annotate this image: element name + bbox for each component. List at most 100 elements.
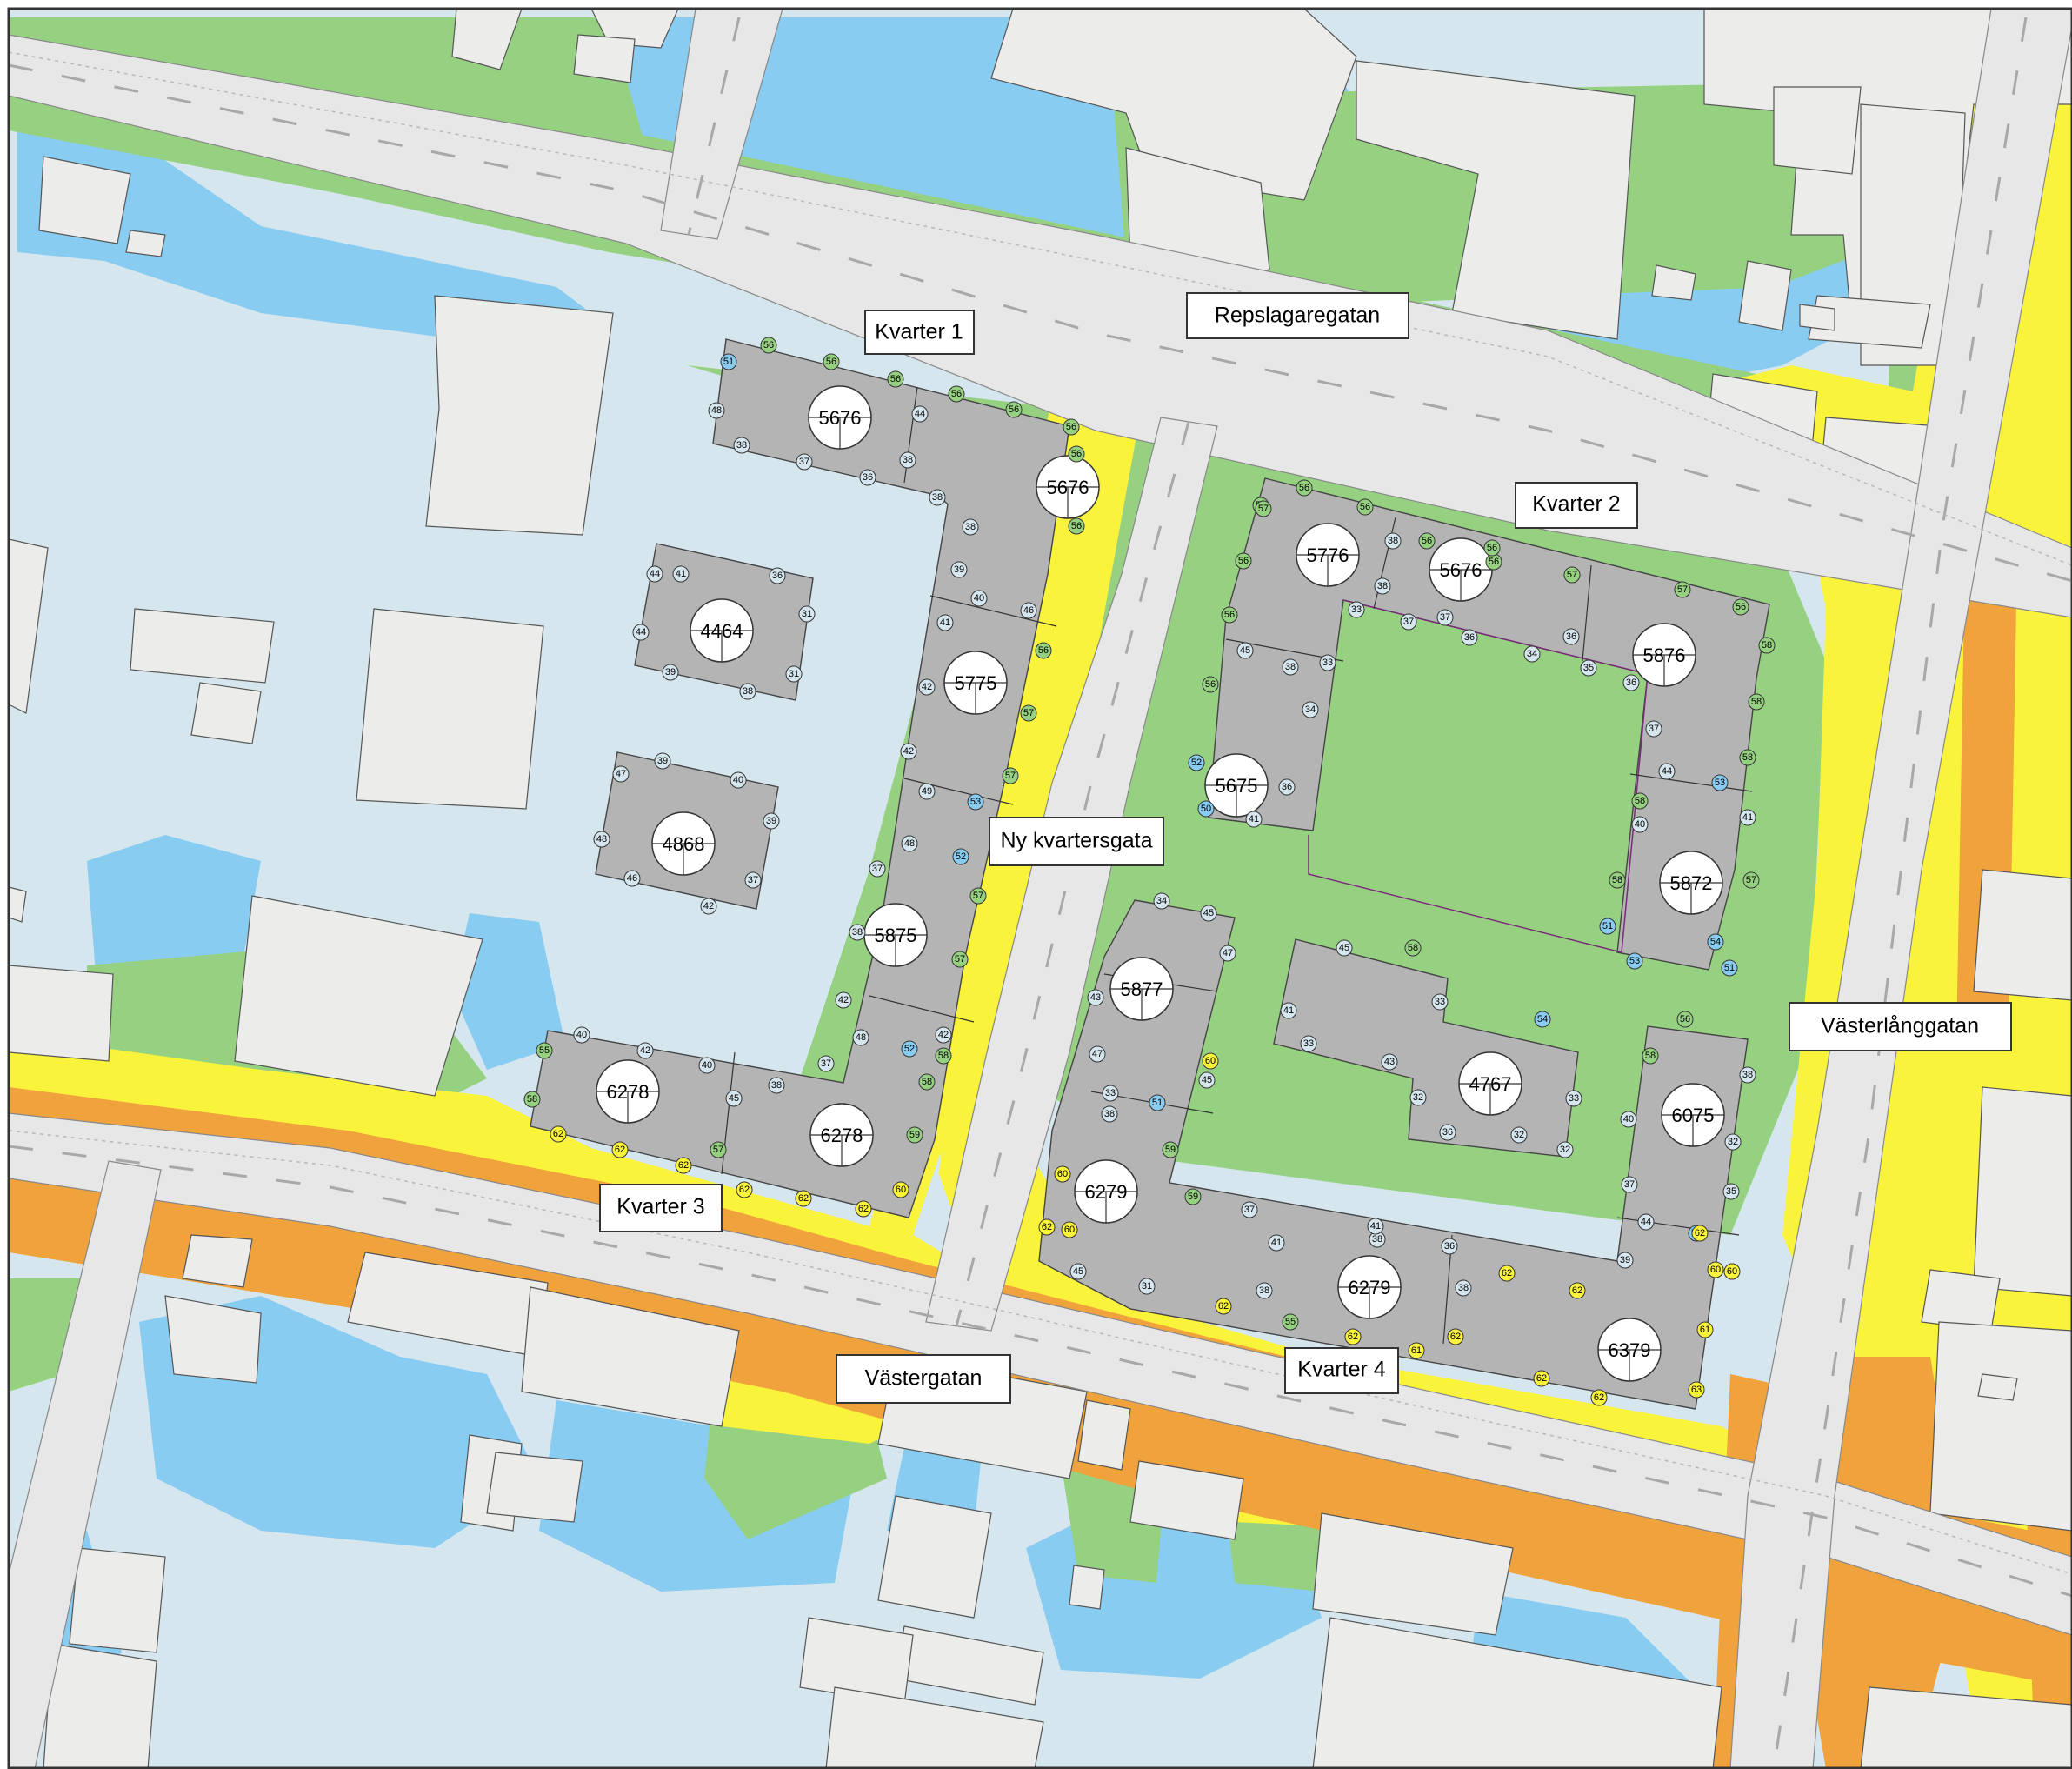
facade-point-circle [901,835,918,852]
facade-point: 47 [1089,1045,1106,1063]
facade-point-circle [672,565,690,583]
facade-point-value: 31 [1142,1281,1152,1292]
building-value-text: 6278 [821,1125,863,1146]
facade-point-value: 59 [1165,1145,1176,1155]
facade-point-circle [1245,811,1263,828]
facade-point-value: 57 [973,891,983,901]
facade-point-circle [1101,1105,1118,1123]
building-value-marker: 6278 [596,1059,660,1124]
facade-point-value: 56 [951,389,962,399]
facade-point-value: 40 [1635,819,1645,830]
facade-point: 37 [1645,720,1662,738]
building-value-text: 4868 [663,833,705,855]
facade-point-circle [736,1181,753,1198]
facade-point-circle [1409,1089,1427,1106]
facade-point-value: 34 [1156,896,1167,906]
label-repslagaregatan-text: Repslagaregatan [1215,304,1380,328]
label-vasterlanggatan: Västerlånggatan [1789,1002,2012,1051]
facade-point-value: 58 [938,1051,949,1061]
facade-point-circle [1202,1052,1219,1070]
facade-point-circle [1418,532,1436,550]
facade-point-circle [1556,1141,1574,1158]
building-value-text: 5676 [1047,477,1089,498]
facade-point: 57 [1742,871,1760,889]
facade-point: 31 [785,665,803,683]
facade-point-value: 57 [955,954,965,965]
facade-point-circle [1278,778,1296,796]
facade-point-value: 60 [1057,1169,1068,1179]
facade-point: 62 [795,1190,812,1207]
facade-point-circle [1356,498,1374,516]
facade-point-circle [1724,1133,1742,1151]
facade-point-circle [1732,598,1749,616]
facade-point-circle [1038,1218,1056,1236]
facade-point: 58 [523,1091,541,1108]
facade-point-value: 57 [1746,875,1756,885]
facade-point: 36 [1622,674,1640,691]
facade-point-value: 61 [1411,1345,1422,1356]
building-value-text: 5875 [875,925,917,946]
facade-point-value: 34 [1305,704,1316,715]
facade-point-value: 45 [1202,1075,1212,1085]
facade-point-circle [1219,945,1236,962]
facade-point: 38 [733,437,750,454]
facade-point-value: 45 [1073,1266,1083,1277]
facade-point-value: 59 [909,1130,920,1140]
facade-point-circle [901,1040,918,1058]
facade-point-circle [1642,1047,1659,1065]
facade-point-circle [1711,774,1729,791]
facade-point: 40 [970,590,988,607]
facade-point-circle [785,665,803,683]
facade-point-value: 38 [1285,662,1296,672]
facade-point: 56 [1068,517,1085,535]
facade-point: 44 [911,405,929,423]
facade-point-circle [1676,1011,1694,1028]
facade-point-value: 36 [1566,631,1576,642]
facade-point: 45 [1069,1263,1087,1280]
facade-point-circle [632,624,650,641]
facade-point-circle [1523,645,1541,663]
facade-point: 57 [710,1141,727,1158]
facade-point-circle [1620,1111,1637,1128]
facade-point-value: 47 [616,769,626,779]
facade-point-circle [869,860,886,878]
facade-point: 39 [1616,1252,1634,1269]
facade-point-circle [1184,1188,1202,1205]
facade-point-circle [911,405,929,423]
facade-point: 53 [1711,774,1729,791]
facade-point-value: 62 [1594,1392,1604,1403]
facade-point-value: 48 [596,834,607,844]
facade-point: 60 [1054,1165,1071,1183]
building-value-marker: 5876 [1632,623,1696,687]
facade-point: 38 [899,451,916,469]
facade-point-circle [1087,989,1104,1006]
facade-point: 56 [760,337,777,354]
facade-point-value: 39 [766,816,776,826]
facade-point-value: 32 [1728,1137,1738,1147]
building-value-text: 5676 [1440,559,1482,581]
facade-point: 56 [1676,1011,1694,1028]
facade-point: 60 [1061,1221,1078,1238]
facade-point-value: 56 [826,357,836,367]
facade-point: 52 [1188,754,1205,771]
facade-point-value: 37 [799,457,809,467]
facade-point-circle [1436,609,1454,626]
facade-point: 57 [1020,704,1037,722]
facade-point: 36 [1461,629,1478,646]
label-kvarter-1-text: Kvarter 1 [875,320,963,344]
facade-point-value: 39 [954,564,964,575]
facade-point-circle [768,1077,785,1094]
facade-point-circle [646,565,663,583]
facade-point: 37 [869,860,886,878]
facade-point-value: 41 [940,617,950,628]
facade-point-value: 48 [904,838,915,849]
facade-point: 44 [632,624,650,641]
label-vasterlanggatan-text: Västerlånggatan [1821,1014,1979,1038]
facade-point: 56 [1221,606,1238,624]
facade-point: 39 [763,812,780,830]
facade-point: 38 [739,683,756,700]
facade-point: 33 [1565,1090,1582,1107]
facade-point: 44 [646,565,663,583]
facade-point-value: 42 [922,682,932,692]
facade-point-circle [593,831,610,848]
